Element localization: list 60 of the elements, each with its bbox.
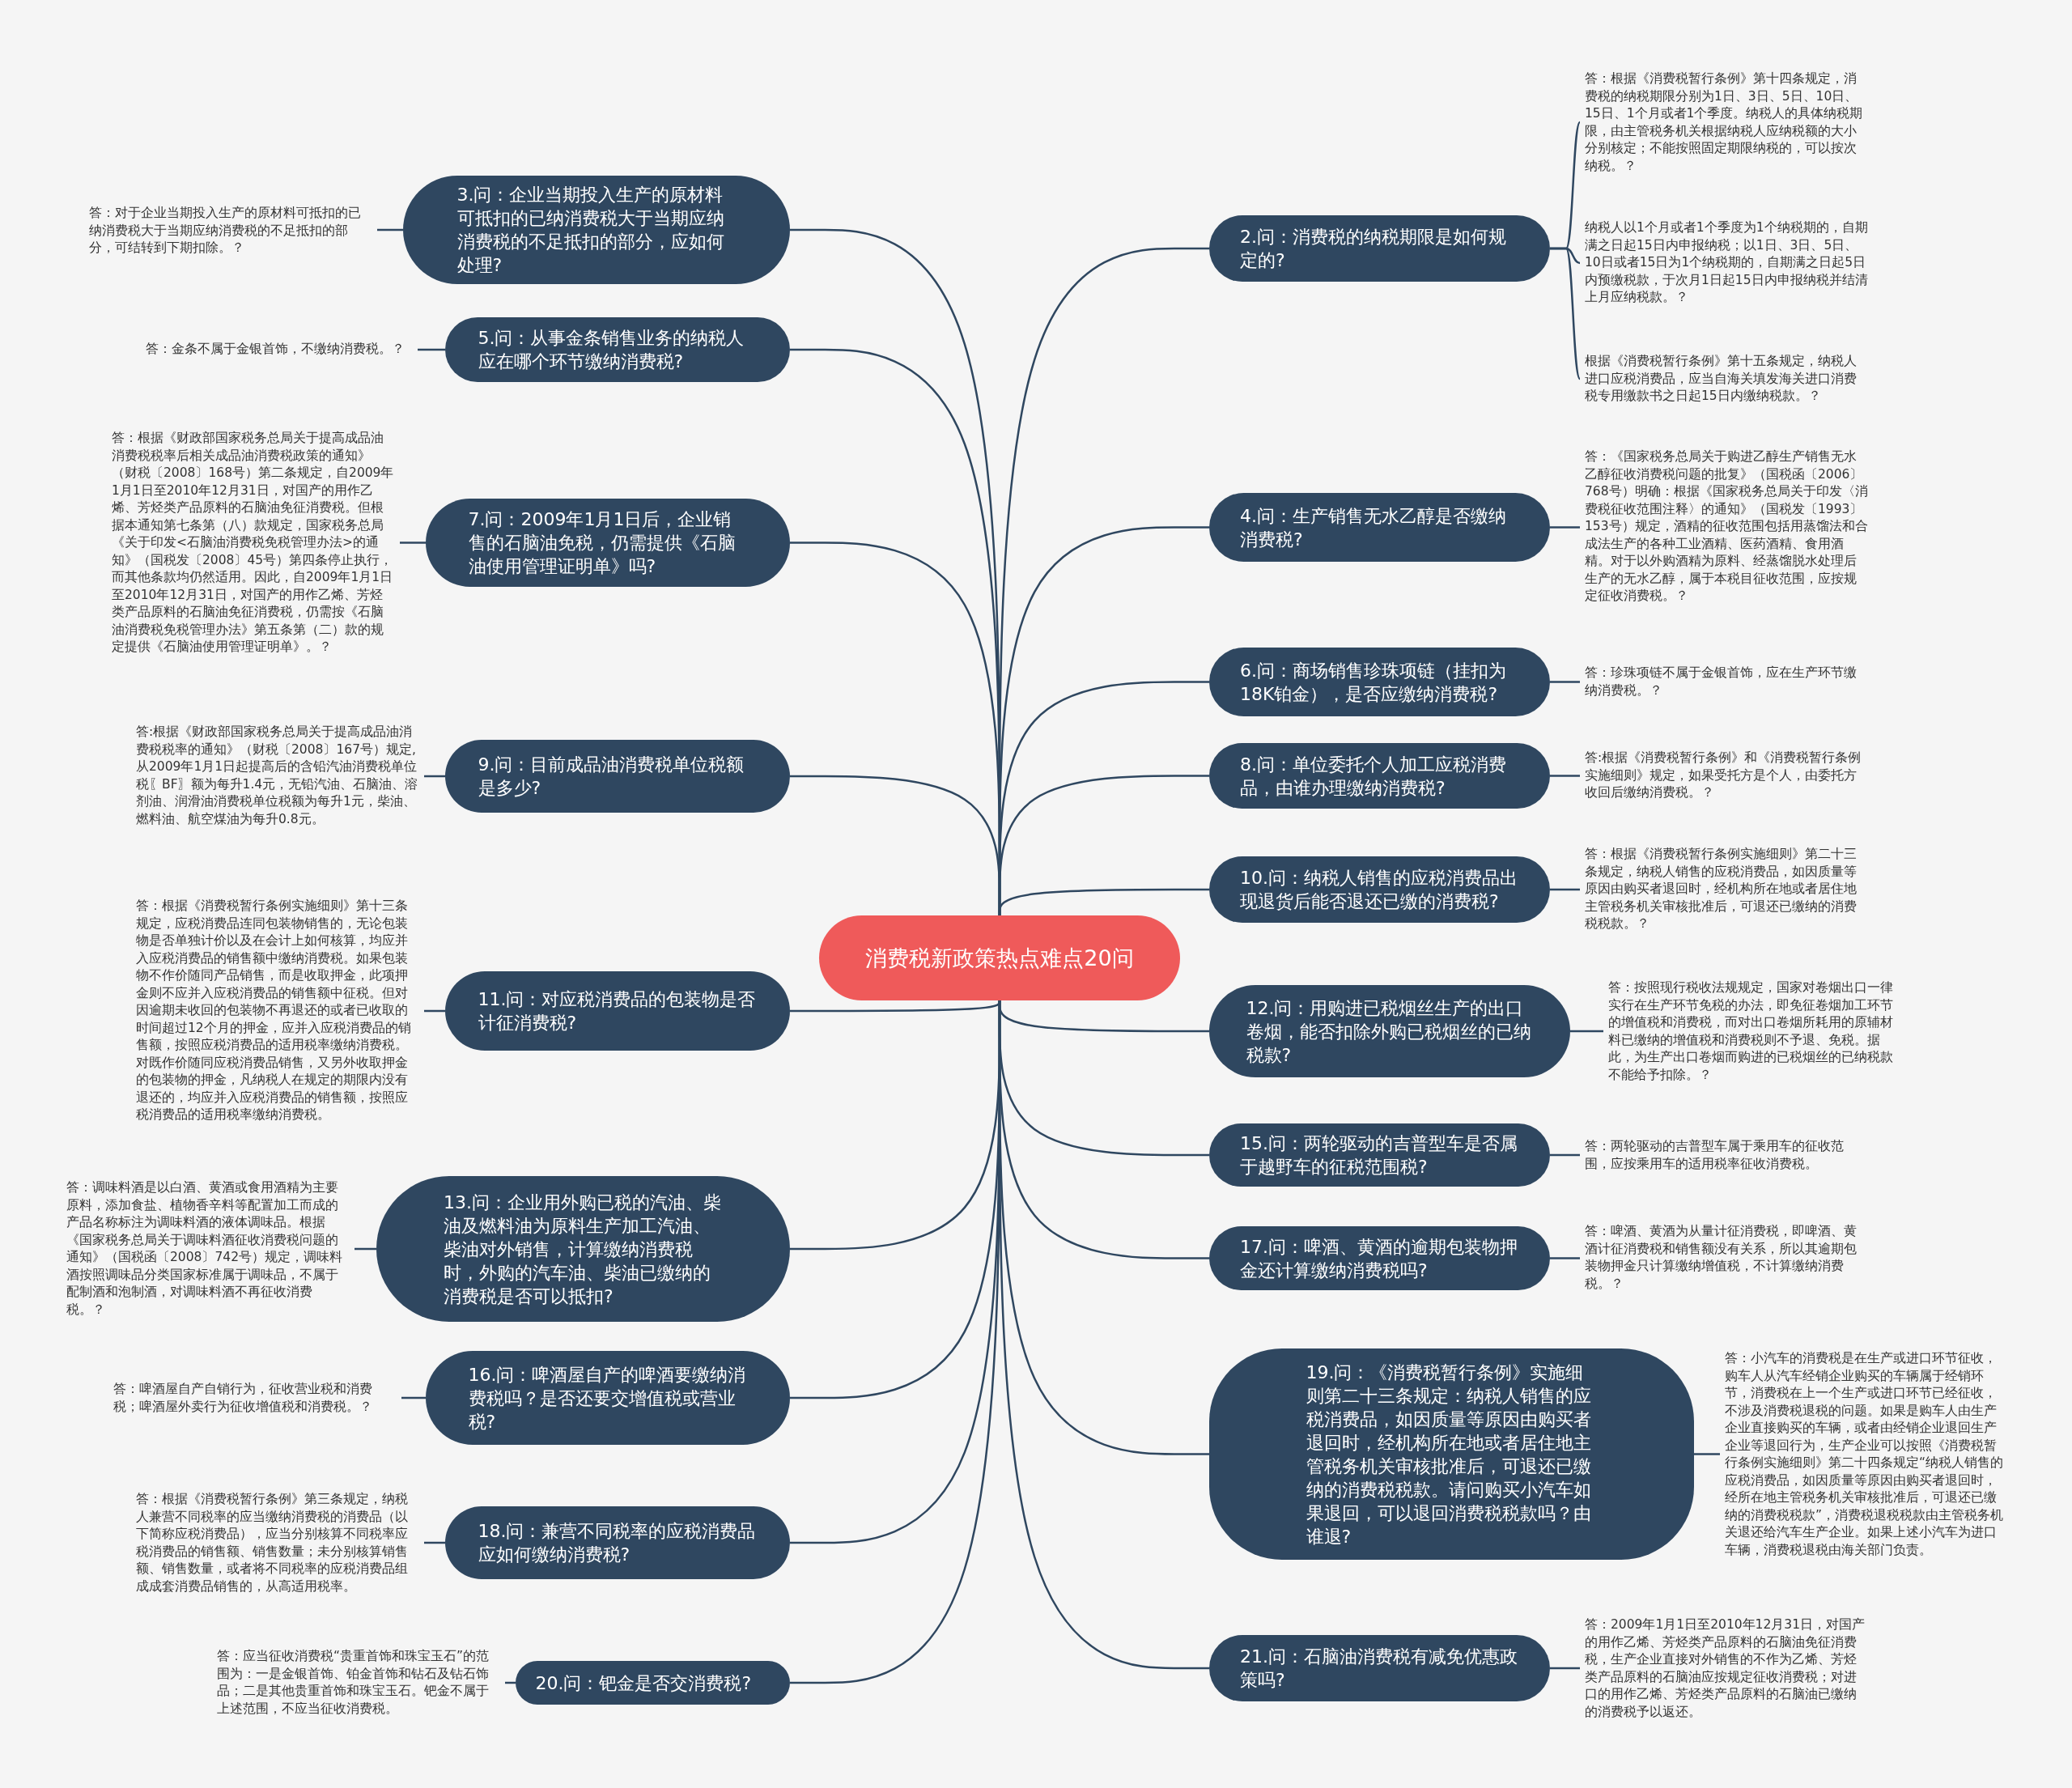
question-bubble: 18.问：兼营不同税率的应税消费品应如何缴纳消费税? [445,1506,790,1579]
question-bubble: 5.问：从事金条销售业务的纳税人应在哪个环节缴纳消费税? [445,317,790,382]
answer-text: 答:根据《财政部国家税务总局关于提高成品油消费税税率的通知》（财税〔2008〕167号）规定, 从2009年1月1日起提高后的含铅汽油消费税单位税〖BF〗额为每升1.4元，无铅汽油、石脑油、溶剂油、润滑油消费税单位税额为每升1元，柴油、燃料油、航空煤油为每升0.8元。 [136,723,419,828]
connector-line [1550,1667,1580,1670]
question-bubble: 17.问：啤酒、黄酒的逾期包装物押金还计算缴纳消费税吗? [1209,1226,1550,1290]
answer-text: 答：根据《消费税暂行条例实施细则》第二十三条规定，纳税人销售的应税消费品，如因质量等原因由购买者退回时，经机构所在地或者居住地主管税务机关审核批准后，可退还已缴纳的消费税税款。？ [1585,846,1868,933]
question-bubble: 7.问：2009年1月1日后，企业销售的石脑油免税，仍需提供《石脑油使用管理证明单》吗? [426,499,790,587]
connector-line [424,1009,445,1013]
question-bubble: 2.问：消费税的纳税期限是如何规定的? [1209,215,1550,282]
question-bubble: 12.问：用购进已税烟丝生产的出口卷烟，能否扣除外购已税烟丝的已纳税款? [1209,985,1570,1077]
connector-line [998,888,1209,915]
connector-line [1550,681,1580,683]
answer-text: 答：调味料酒是以白酒、黄酒或食用酒精为主要原料，添加食盐、植物香辛料等配置加工而成的产品名称标注为调味料酒的液体调味品。根据《国家税务总局关于调味料酒征收消费税问题的通知》（国税函〔2008〕742号）规定，调味料酒按照调味品分类国家标准属于调味品，不属于配制酒和泡制酒，对调味料酒不再征收消费税。？ [66,1179,350,1319]
connector-line [1550,526,1580,529]
answer-text: 答：啤酒屋自产自销行为，征收营业税和消费税；啤酒屋外卖行为征收增值税和消费税。？ [113,1380,397,1416]
answer-text: 答：根据《消费税暂行条例实施细则》第十三条规定，应税消费品连同包装物销售的，无论包装物是否单独计价以及在会计上如何核算，均应并入应税消费品的销售额中缴纳消费税。如果包装物不作价随同产品销售，而是收取押金，此项押金则不应并入应税消费品的销售额中征税。但对因逾期未收回的包装物不再退还的或者已收取的时间超过12个月的押金，应并入应税消费品的销售额，按照应税消费品的适用税率缴纳消费税。对既作价随同应税消费品销售，又另外收取押金的包装物的押金，凡纳税人在规定的期限内没有退还的，均应并入应税消费品的销售额，按照应税消费品的适用税率缴纳消费税。 [136,898,419,1124]
question-bubble: 3.问：企业当期投入生产的原材料可抵扣的已纳消费税大于当期应纳消费税的不足抵扣的部分，应如何处理? [403,176,790,284]
question-bubble: 8.问：单位委托个人加工应税消费品，由谁办理缴纳消费税? [1209,743,1550,809]
connector-line [424,775,445,778]
question-bubble: 6.问：商场销售珍珠项链（挂扣为18K铂金），是否应缴纳消费税? [1209,648,1550,716]
question-bubble: 13.问：企业用外购已税的汽油、柴油及燃料油为原料生产加工汽油、柴油对外销售，计算缴纳消费税时，外购的汽车油、柴油已缴纳的消费税是否可以抵扣? [376,1176,790,1322]
answer-text: 纳税人以1个月或者1个季度为1个纳税期的，自期满之日起15日内申报纳税；以1日、3日、5日、10日或者15日为1个纳税期的，自期满之日起5日内预缴税款，于次月1日起15日内申报纳税并结清上月应纳税款。？ [1585,219,1868,307]
question-bubble: 20.问：钯金是否交消费税? [516,1661,790,1705]
connector-line [400,541,426,544]
question-bubble: 9.问：目前成品油消费税单位税额是多少? [445,740,790,813]
answer-text: 答：应当征收消费税“贵重首饰和珠宝玉石”的范围为：一是金银首饰、铂金首饰和钻石及钻石饰品；二是其他贵重首饰和珠宝玉石。钯金不属于上述范围，不应当征收消费税。 [217,1648,500,1718]
answer-text: 答：珍珠项链不属于金银首饰，应在生产环节缴纳消费税。？ [1585,664,1868,699]
connector-line [1550,247,1582,380]
connector-line [401,1396,426,1399]
question-bubble: 19.问：《消费税暂行条例》实施细则第二十三条规定：纳税人销售的应税消费品，如因质量等原因由购买者退回时，经机构所在地或者居住地主管税务机关审核批准后，可退还已缴纳的消费税税款。请问购买小汽车如果退回，可以退回消费税税款吗？由谁退? [1209,1348,1694,1560]
answer-text: 答：两轮驱动的吉普型车属于乘用车的征收范围，应按乘用车的适用税率征收消费税。 [1585,1137,1868,1173]
answer-text: 答：根据《消费税暂行条例》第三条规定，纳税人兼营不同税率的应当缴纳消费税的消费品（以下简称应税消费品），应当分别核算不同税率应税消费品的销售额、销售数量；未分别核算销售额、销售数量，或者将不同税率的应税消费品组成成套消费品销售的，从高适用税率。 [136,1490,419,1595]
answer-text: 答:根据《消费税暂行条例》和《消费税暂行条例实施细则》规定，如果受托方是个人，由委托方收回后缴纳消费税。？ [1585,749,1868,802]
connector-line [424,1541,445,1544]
connector-line [1550,775,1580,777]
answer-text: 答：《国家税务总局关于购进乙醇生产销售无水乙醇征收消费税问题的批复》（国税函〔2006〕768号）明确：根据《国家税务总局关于印发〈消费税征收范围注释〉的通知》（国税发〔1993〕153号）规定，酒精的征收范围包括用蒸馏法和合成法生产的各种工业酒精、医药酒精、食用酒精。对于以外购酒精为原料、经蒸馏脱水处理后生产的无水乙醇，属于本税目征收范围，应按规定征收消费税。？ [1585,448,1868,605]
answer-text: 答：根据《消费税暂行条例》第十四条规定，消费税的纳税期限分别为1日、3日、5日、10日、15日、1个月或者1个季度。纳税人的具体纳税期限，由主管税务机关根据纳税人应纳税额的大小分别核定；不能按照固定期限纳税的，可以按次纳税。？ [1585,70,1868,175]
answer-text: 答：啤酒、黄酒为从量计征消费税，即啤酒、黄酒计征消费税和销售额没有关系，所以其逾期包装物押金只计算缴纳增值税，不计算缴纳消费税。？ [1585,1223,1868,1293]
answer-text: 答：金条不属于金银首饰，不缴纳消费税。？ [146,341,413,359]
question-bubble: 21.问：石脑油消费税有减免优惠政策吗? [1209,1635,1550,1701]
question-bubble: 15.问：两轮驱动的吉普型车是否属于越野车的征税范围税? [1209,1123,1550,1187]
question-bubble: 4.问：生产销售无水乙醇是否缴纳消费税? [1209,493,1550,562]
answer-text: 根据《消费税暂行条例》第十五条规定，纳税人进口应税消费品，应当自海关填发海关进口消费税专用缴款书之日起15日内缴纳税款。？ [1585,352,1868,406]
answer-text: 答：对于企业当期投入生产的原材料可抵扣的已纳消费税大于当期应纳消费税的不足抵扣的部分，可结转到下期扣除。？ [89,204,372,257]
answer-text: 答：2009年1月1日至2010年12月31日，对国产的用作乙烯、芳烃类产品原料的石脑油免征消费税，生产企业直接对外销售的不作为乙烯、芳烃类产品原料的石脑油应按规定征收消费税；对进口的用作乙烯、芳烃类产品原料的石脑油已缴纳的消费税予以返还。 [1585,1616,1868,1721]
answer-text: 答：根据《财政部国家税务总局关于提高成品油消费税税率后相关成品油消费税政策的通知》（财税〔2008〕168号）第二条规定，自2009年1月1日至2010年12月31日，对国产的用作乙烯、芳烃类产品原料的石脑油免征消费税。但根据本通知第七条第（八）款规定，国家税务总局《关于印发<石脑油消费税免税管理办法>的通知》（国税发〔2008〕45号）第四条停止执行，而其他条款均仍然适用。因此，自2009年1月1日至2010年12月31日，对国产的用作乙烯、芳烃类产品原料的石脑油免征消费税，仍需按《石脑油消费税免税管理办法》第五条第（二）款的规定提供《石脑油使用管理证明单》。？ [112,430,395,656]
connector-line [1550,888,1580,891]
connector-line [355,1247,376,1251]
connector-line [1550,1257,1580,1259]
connector-line [418,348,445,351]
question-bubble: 10.问：纳税人销售的应税消费品出现退货后能否退还已缴的消费税? [1209,856,1550,923]
connector-line [1570,1030,1603,1033]
question-bubble: 16.问：啤酒屋自产的啤酒要缴纳消费税吗？是否还要交增值税或营业税? [426,1351,790,1445]
central-topic: 消费税新政策热点难点20问 [819,915,1180,1000]
connector-line [1694,1453,1720,1455]
connector-line [377,228,403,231]
question-bubble: 11.问：对应税消费品的包装物是否计征消费税? [445,971,790,1051]
connector-line [1550,1153,1580,1157]
answer-text: 答：小汽车的消费税是在生产或进口环节征收，购车人从汽车经销企业购买的车辆属于经销环节，消费税在上一个生产或进口环节已经征收，不涉及消费税退税的问题。如果是购车人由生产企业直接购买的车辆，或者由经销企业退回生产企业等退回行为，生产企业可以按照《消费税暂行条例实施细则》第二十四条规定“纳税人销售的应税消费品，如因质量等原因由购买者退回时，经所在地主管税务机关审核批准后，可退还已缴纳的消费税税款”，消费税退税税款由主管税务机关退还给汽车生产企业。如果上述小汽车为进口车辆，消费税退税由海关部门负责。 [1725,1350,2008,1559]
answer-text: 答：按照现行税收法规规定，国家对卷烟出口一律实行在生产环节免税的办法，即免征卷烟加工环节的增值税和消费税，而对出口卷烟所耗用的原辅材料已缴纳的增值税和消费税则不予退、免税。据此，为生产出口卷烟而购进的已税烟丝的已纳税款不能给予扣除。？ [1608,979,1893,1084]
